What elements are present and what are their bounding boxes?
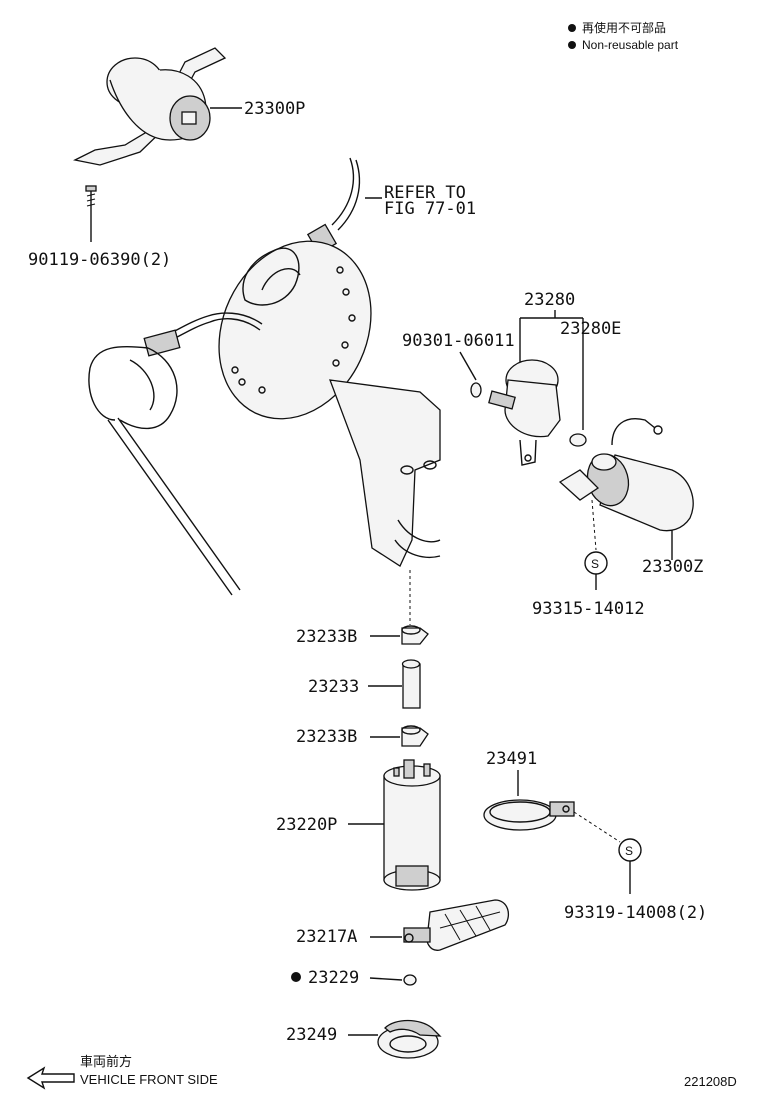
legend-jp: 再使用不可部品 — [582, 20, 666, 35]
fuel-pump-23220p: 23220P — [276, 759, 441, 891]
legend-dot-icon — [568, 41, 576, 49]
fuel-filter-23300z-drawing: 23300Z — [558, 418, 703, 577]
part-23220p: 23220P — [276, 815, 337, 835]
bolt-90119-drawing: 90119-06390(2) — [28, 185, 171, 270]
part-93319: 93319-14008(2) — [564, 903, 707, 923]
refer-note: REFER TO FIG 77-01 — [365, 183, 476, 219]
s-marker-93315: S 93315-14012 — [532, 551, 645, 619]
clamp-23233b-top: 23233B — [296, 625, 429, 647]
ring-23229: 23229 — [291, 968, 417, 988]
part-23280e: 23280E — [560, 319, 621, 339]
refer-line2: FIG 77-01 — [384, 199, 476, 219]
part-23249: 23249 — [286, 1025, 337, 1045]
part-90301: 90301-06011 — [402, 331, 515, 351]
direction-en: VEHICLE FRONT SIDE — [80, 1072, 218, 1087]
vehicle-front-direction: 車両前方 VEHICLE FRONT SIDE — [26, 1054, 218, 1090]
part-23229: 23229 — [308, 968, 359, 988]
front-arrow-icon — [26, 1066, 75, 1090]
fuel-filter-23300p-drawing: 23300P — [73, 47, 305, 166]
part-23300p: 23300P — [244, 99, 305, 119]
part-23280: 23280 — [524, 290, 575, 310]
refer-line1: REFER TO — [384, 183, 466, 203]
part-23300z: 23300Z — [642, 557, 703, 577]
direction-jp: 車両前方 — [80, 1054, 132, 1069]
figure-code: 221208D — [684, 1074, 737, 1089]
band-23491: 23491 — [483, 749, 621, 843]
part-93315: 93315-14012 — [532, 599, 645, 619]
part-23217a: 23217A — [296, 927, 357, 947]
part-23233: 23233 — [308, 677, 359, 697]
s-marker-label: S — [591, 557, 599, 571]
hose-23233: 23233 — [308, 659, 421, 709]
part-23233b-bottom: 23233B — [296, 727, 357, 747]
part-23491: 23491 — [486, 749, 537, 769]
s-marker-93319: S 93319-14008(2) — [564, 838, 707, 923]
part-90119: 90119-06390(2) — [28, 250, 171, 270]
legend-dot-icon — [568, 24, 576, 32]
part-23233b-top: 23233B — [296, 627, 357, 647]
strainer-23217a: 23217A — [296, 899, 509, 951]
legend: 再使用不可部品 Non-reusable part — [568, 20, 679, 52]
pressure-regulator-group: 23280 90301-06011 23280E — [402, 290, 621, 466]
non-reusable-dot-icon — [291, 972, 301, 982]
clamp-23233b-bottom: 23233B — [296, 725, 429, 747]
pump-bracket-assembly-drawing — [88, 157, 441, 625]
cushion-23249: 23249 — [286, 1019, 442, 1059]
s-marker-label: S — [625, 844, 633, 858]
legend-en: Non-reusable part — [582, 38, 679, 52]
